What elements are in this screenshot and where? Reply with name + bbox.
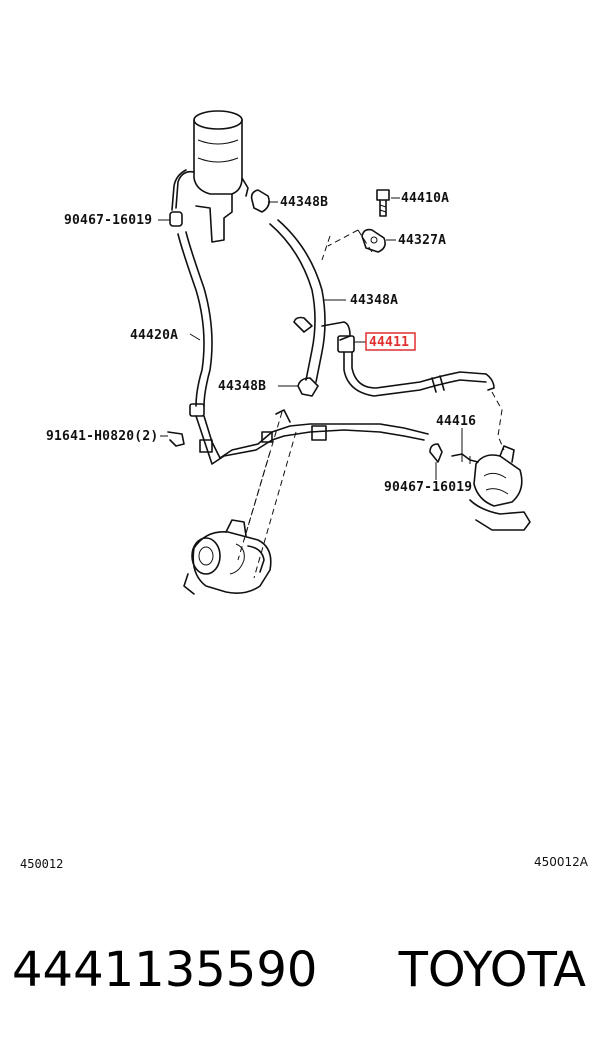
clip-90467-bottom <box>429 443 443 463</box>
label-44327a: 44327A <box>398 233 446 248</box>
bolt-91641 <box>167 431 185 447</box>
diagram-code-left: 450012 <box>20 857 63 871</box>
bracket-44327a <box>361 228 386 253</box>
clip-44348b-top <box>250 189 270 213</box>
label-90467-16019-top: 90467-16019 <box>64 213 152 228</box>
hose-44420a <box>177 231 213 417</box>
label-44420a: 44420A <box>130 328 178 343</box>
diagram-code-right: 450012A <box>534 855 589 869</box>
brand-name: TOYOTA <box>398 942 586 998</box>
power-steering-pump <box>183 519 272 595</box>
reservoir-tank <box>171 110 249 243</box>
fitting-44416 <box>451 453 479 464</box>
steering-gear <box>469 445 531 531</box>
return-pipe <box>195 409 429 465</box>
label-44416: 44416 <box>436 414 476 429</box>
clip-44348b-mid <box>297 377 319 397</box>
label-44348b-mid: 44348B <box>218 379 266 394</box>
highlight-box-44411 <box>365 332 416 351</box>
label-90467-16019-bottom: 90467-16019 <box>384 480 472 495</box>
parts-diagram: 90467-16019 44348B 44410A 44327A 44348A … <box>20 110 589 871</box>
hose-44348a <box>269 219 326 383</box>
label-91641-h0820: 91641-H0820(2) <box>46 429 158 444</box>
part-number: 4441135590 <box>12 942 318 998</box>
bolt-44410a <box>376 189 390 217</box>
label-44411[interactable]: 44411 <box>369 335 409 350</box>
label-44348b-top: 44348B <box>280 195 328 210</box>
clip-90467-top <box>169 211 183 227</box>
label-44348a: 44348A <box>350 293 398 308</box>
label-44410a: 44410A <box>401 191 449 206</box>
pressure-pipe-44411 <box>337 335 495 397</box>
